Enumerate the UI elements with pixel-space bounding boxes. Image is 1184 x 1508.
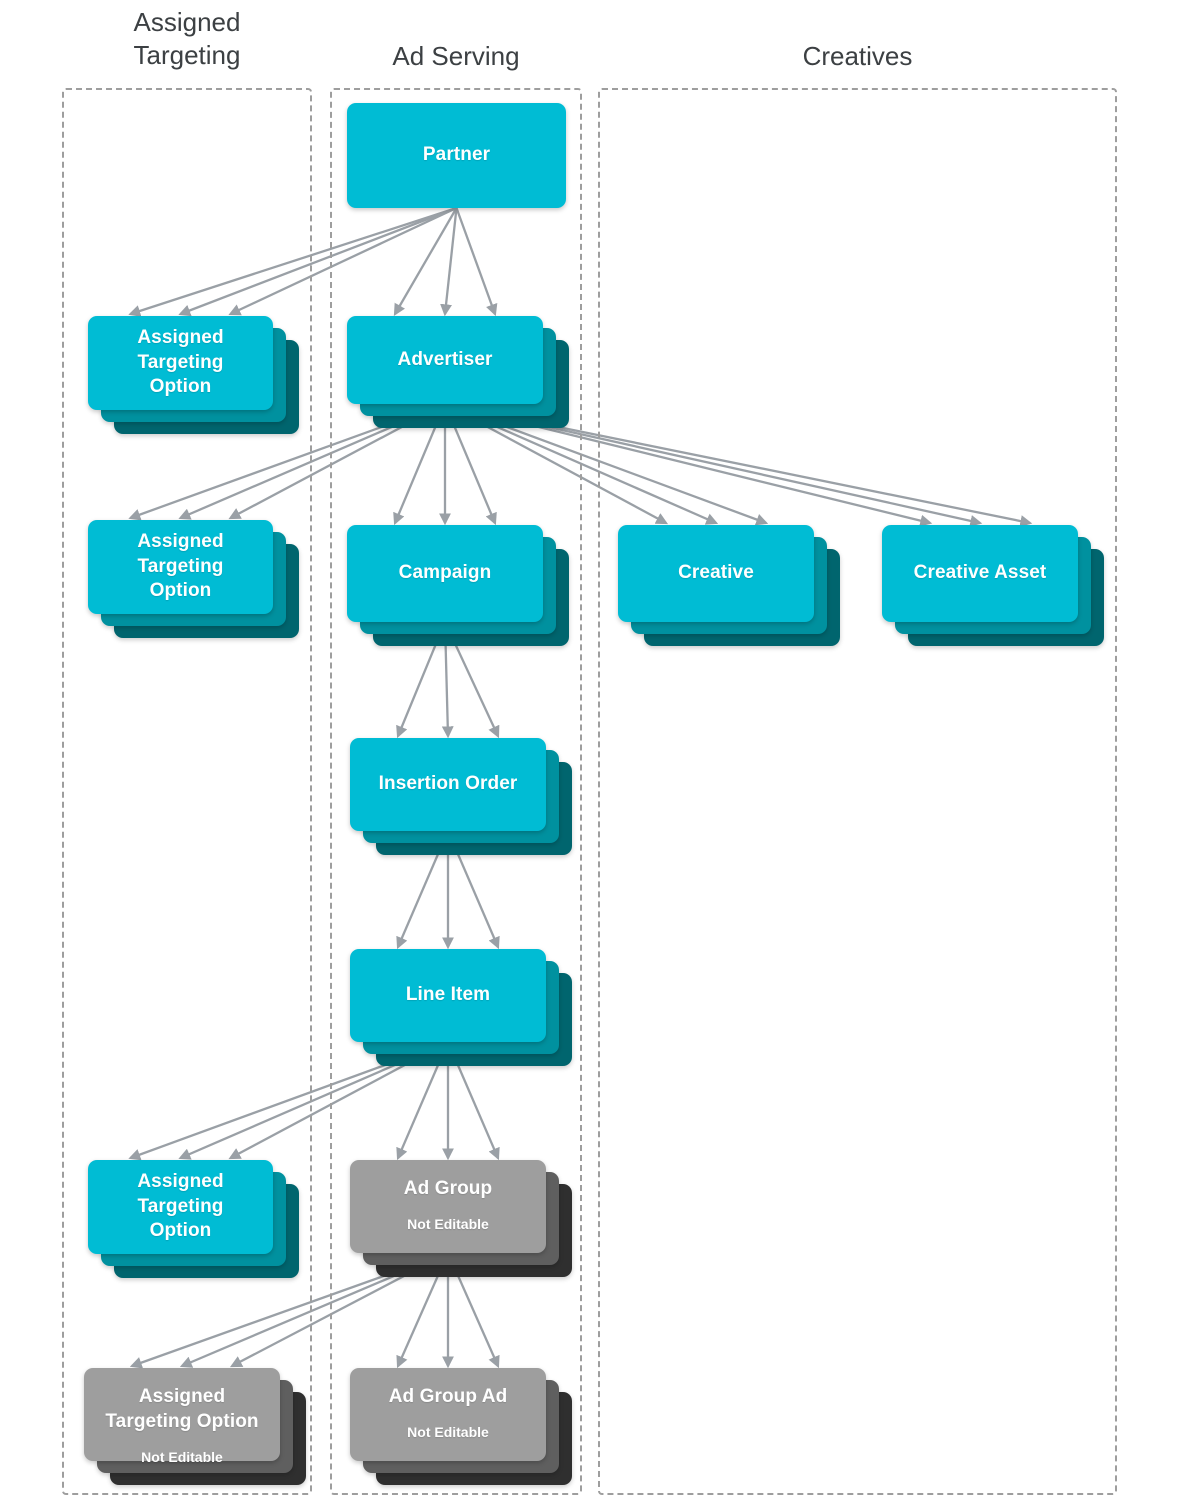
column-group-assigned-targeting (62, 88, 312, 1495)
column-group-creatives (598, 88, 1117, 1495)
node-label-assigned-targeting-option-lineitem: Assigned Targeting Option (137, 1170, 224, 1242)
node-card-assigned-targeting-option-advertiser: Assigned Targeting Option (88, 520, 273, 614)
node-line-item: Line Item (350, 949, 572, 1066)
edge-partner-to-assigned-targeting-option-partner (178, 206, 457, 317)
node-label-assigned-targeting-option-advertiser: Assigned Targeting Option (137, 530, 224, 602)
node-assigned-targeting-option-partner: Assigned Targeting Option (88, 316, 299, 434)
column-group-ad-serving (330, 88, 582, 1495)
node-partner: Partner (347, 103, 566, 208)
node-label-creative: Creative (678, 562, 754, 584)
edge-partner-to-assigned-targeting-option-partner (128, 206, 457, 317)
node-card-creative: Creative (618, 525, 814, 622)
edge-partner-to-assigned-targeting-option-partner (228, 206, 457, 316)
node-label-creative-asset: Creative Asset (913, 562, 1047, 584)
node-badge-not-editable-ad-group-ad: Not Editable (407, 1423, 489, 1440)
node-label-partner: Partner (422, 144, 491, 166)
node-ad-group-ad: Ad Group Ad Not Editable (350, 1368, 572, 1485)
node-advertiser: Advertiser (347, 316, 569, 428)
node-card-partner: Partner (347, 103, 566, 208)
node-label-assigned-targeting-option-adgroup: Assigned Targeting Option (105, 1386, 259, 1432)
node-card-insertion-order: Insertion Order (350, 738, 546, 831)
node-card-campaign: Campaign (347, 525, 543, 622)
node-card-assigned-targeting-option-partner: Assigned Targeting Option (88, 316, 273, 410)
node-insertion-order: Insertion Order (350, 738, 572, 855)
column-title-ad-serving: Ad Serving (392, 41, 520, 71)
node-card-advertiser: Advertiser (347, 316, 543, 404)
column-title-creatives: Creatives (802, 41, 913, 71)
node-badge-not-editable-assigned-targeting-option-adgroup: Not Editable (141, 1448, 223, 1465)
node-card-creative-asset: Creative Asset (882, 525, 1078, 622)
node-label-ad-group: Ad Group (403, 1178, 493, 1199)
edge-partner-to-advertiser (455, 207, 498, 317)
node-badge-not-editable-ad-group: Not Editable (407, 1215, 489, 1232)
node-label-line-item: Line Item (405, 984, 491, 1006)
edge-partner-to-advertiser (440, 207, 458, 317)
node-card-line-item: Line Item (350, 949, 546, 1042)
column-title-assigned-targeting: Assigned Targeting (133, 7, 241, 71)
node-creative: Creative (618, 525, 840, 646)
edge-partner-to-advertiser (393, 207, 458, 316)
node-campaign: Campaign (347, 525, 569, 646)
node-label-insertion-order: Insertion Order (378, 773, 518, 795)
node-creative-asset: Creative Asset (882, 525, 1104, 646)
node-assigned-targeting-option-advertiser: Assigned Targeting Option (88, 520, 299, 638)
node-card-assigned-targeting-option-lineitem: Assigned Targeting Option (88, 1160, 273, 1254)
node-label-campaign: Campaign (398, 562, 492, 584)
node-label-ad-group-ad: Ad Group Ad (388, 1386, 508, 1407)
node-label-assigned-targeting-option-partner: Assigned Targeting Option (137, 326, 224, 398)
node-label-advertiser: Advertiser (397, 348, 493, 370)
node-assigned-targeting-option-lineitem: Assigned Targeting Option (88, 1160, 299, 1278)
node-card-ad-group-ad: Ad Group Ad Not Editable (350, 1368, 546, 1461)
